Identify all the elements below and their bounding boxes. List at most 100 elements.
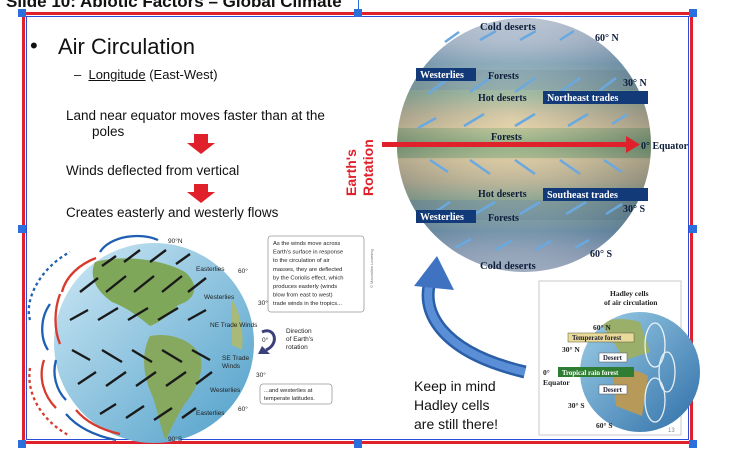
top-strip: Slide 10: Abiotic Factors – Global Clima… bbox=[0, 0, 747, 14]
hadley-60n: 60° N bbox=[593, 323, 611, 332]
label-equator: 0° Equator bbox=[641, 141, 689, 152]
label-lat-30n: 30° N bbox=[623, 78, 647, 89]
sg-direction-1: Direction bbox=[286, 328, 312, 335]
sg-90n: 90°N bbox=[168, 237, 183, 245]
resize-handle-left[interactable] bbox=[18, 225, 26, 233]
sg-ne-trade: NE Trade Winds bbox=[210, 322, 258, 329]
label-forests-top: Forests bbox=[488, 71, 519, 82]
sg-60-top: 60° bbox=[238, 267, 248, 275]
small-globe-wind-arrows bbox=[69, 249, 213, 421]
hadley-temperate: Temperate forest bbox=[572, 335, 622, 342]
resize-handle-top[interactable] bbox=[354, 9, 362, 17]
sg-direction-2: of Earth's bbox=[286, 336, 314, 343]
text-line-land-near-equator: Land near equator moves faster than at t… bbox=[66, 108, 325, 123]
big-globe-wind-arrows bbox=[417, 29, 629, 252]
callout1-line-8: trade winds in the tropics... bbox=[273, 301, 342, 307]
big-globe: Westerlies Forests Cold deserts 60° N 30… bbox=[343, 18, 689, 288]
resize-handle-bottom-right[interactable] bbox=[689, 440, 697, 448]
westerlies-bottom-box bbox=[416, 210, 476, 223]
sg-se-trade-2: Winds bbox=[222, 363, 241, 370]
down-arrow-1-icon bbox=[187, 134, 215, 154]
resize-handle-right[interactable] bbox=[689, 225, 697, 233]
earth-rotation-arrow-shaft bbox=[382, 142, 628, 147]
heading-air-circulation: Air Circulation bbox=[58, 34, 195, 59]
label-southeast-trades: Southeast trades bbox=[547, 190, 618, 201]
sub-term: Longitude bbox=[88, 67, 146, 82]
label-westerlies-top: Westerlies bbox=[420, 70, 464, 81]
label-hot-deserts-top: Hot deserts bbox=[478, 93, 527, 104]
keep-line-2: Hadley cells bbox=[414, 397, 489, 413]
sg-30-top: 30° bbox=[258, 299, 268, 307]
label-lat-30s: 30° S bbox=[623, 204, 645, 215]
circulation-loops bbox=[27, 234, 159, 442]
sg-easterlies-bottom: Easterlies bbox=[196, 410, 225, 417]
hadley-inset: Hadley cells of air circulation 60° N Te… bbox=[538, 280, 700, 436]
curved-arrow-icon bbox=[414, 256, 527, 379]
sg-westerlies-bottom: Westerlies bbox=[210, 387, 241, 394]
callout-box-2: ...and westerlies at temperate latitudes. bbox=[259, 383, 333, 405]
sg-60-bottom: 60° bbox=[238, 405, 248, 413]
resize-handle-bottom[interactable] bbox=[354, 440, 362, 448]
sub-rest: (East-West) bbox=[145, 67, 218, 82]
label-lat-60s: 60° S bbox=[590, 249, 612, 260]
hadley-equator: Equator bbox=[543, 378, 570, 387]
sg-se-trade-1: SE Trade bbox=[222, 355, 249, 362]
hadley-30n: 30° N bbox=[562, 345, 580, 354]
text-line-poles: poles bbox=[92, 124, 125, 139]
label-cold-deserts-bottom: Cold deserts bbox=[480, 261, 536, 272]
bullet-marker: • bbox=[30, 33, 38, 58]
label-northeast-trades: Northeast trades bbox=[547, 93, 618, 104]
down-arrow-2-icon bbox=[187, 184, 215, 203]
sg-30-bottom: 30° bbox=[256, 371, 266, 379]
callout2-line-2: temperate latitudes. bbox=[264, 396, 315, 402]
label-hot-deserts-bottom: Hot deserts bbox=[478, 189, 527, 200]
label-westerlies-bottom: Westerlies bbox=[420, 212, 464, 223]
desert-bottom-box bbox=[598, 384, 628, 395]
se-trades-box bbox=[543, 188, 648, 201]
earth-rotation-arrow-head-icon bbox=[626, 136, 640, 153]
tropical-box bbox=[558, 367, 634, 377]
resize-handle-bottom-left[interactable] bbox=[18, 440, 26, 448]
page-number: 13 bbox=[668, 428, 675, 434]
sg-easterlies-top: Easterlies bbox=[196, 266, 225, 273]
temperate-box bbox=[567, 332, 635, 343]
small-globe: 90°N Easterlies 60° Westerlies 30° NE Tr… bbox=[27, 234, 365, 443]
hadley-title-2: of air circulation bbox=[604, 298, 658, 307]
rotate-handle-stem bbox=[358, 0, 359, 12]
keep-line-3: are still there! bbox=[414, 416, 498, 432]
keep-line-1: Keep in mind bbox=[414, 378, 496, 394]
ne-trades-box bbox=[543, 91, 648, 104]
hadley-tropical: Tropical rain forest bbox=[562, 370, 619, 377]
hadley-60s: 60° S bbox=[596, 421, 613, 430]
label-earths: Earth's bbox=[343, 149, 359, 196]
rotation-direction-icon bbox=[261, 329, 276, 352]
sub-dash: – bbox=[74, 67, 82, 82]
hadley-0: 0° bbox=[543, 368, 550, 377]
hadley-desert-top: Desert bbox=[603, 355, 623, 362]
callout1-line-2: Earth's surface in response bbox=[273, 250, 343, 256]
callout1-line-6: produces easterly (winds bbox=[273, 284, 337, 290]
sg-0: 0° bbox=[262, 336, 269, 344]
label-forests-bottom: Forests bbox=[488, 213, 519, 224]
label-forests-mid: Forests bbox=[491, 132, 522, 143]
hadley-title-1: Hadley cells bbox=[610, 289, 649, 298]
resize-handle-top-right[interactable] bbox=[689, 9, 697, 17]
callout2-line-1: ...and westerlies at bbox=[264, 388, 313, 394]
rotation-direction-head-icon bbox=[258, 346, 270, 354]
callout1-line-7: blow from east to west) bbox=[273, 293, 333, 299]
sg-90s: 90°S bbox=[168, 435, 183, 443]
callout1-line-3: to the circulation of air bbox=[273, 258, 330, 264]
text-line-easterly-westerly: Creates easterly and westerly flows bbox=[66, 205, 279, 220]
resize-handle-top-left[interactable] bbox=[18, 9, 26, 17]
sg-westerlies-top: Westerlies bbox=[204, 294, 235, 301]
desert-top-box bbox=[598, 352, 628, 363]
sg-direction-3: rotation bbox=[286, 344, 308, 351]
westerlies-top-box bbox=[416, 68, 476, 81]
sub-bullet-longitude: – Longitude (East-West) bbox=[74, 67, 218, 82]
callout1-line-4: masses, they are deflected bbox=[273, 267, 342, 273]
slide-title: Slide 10: Abiotic Factors – Global Clima… bbox=[6, 0, 342, 11]
